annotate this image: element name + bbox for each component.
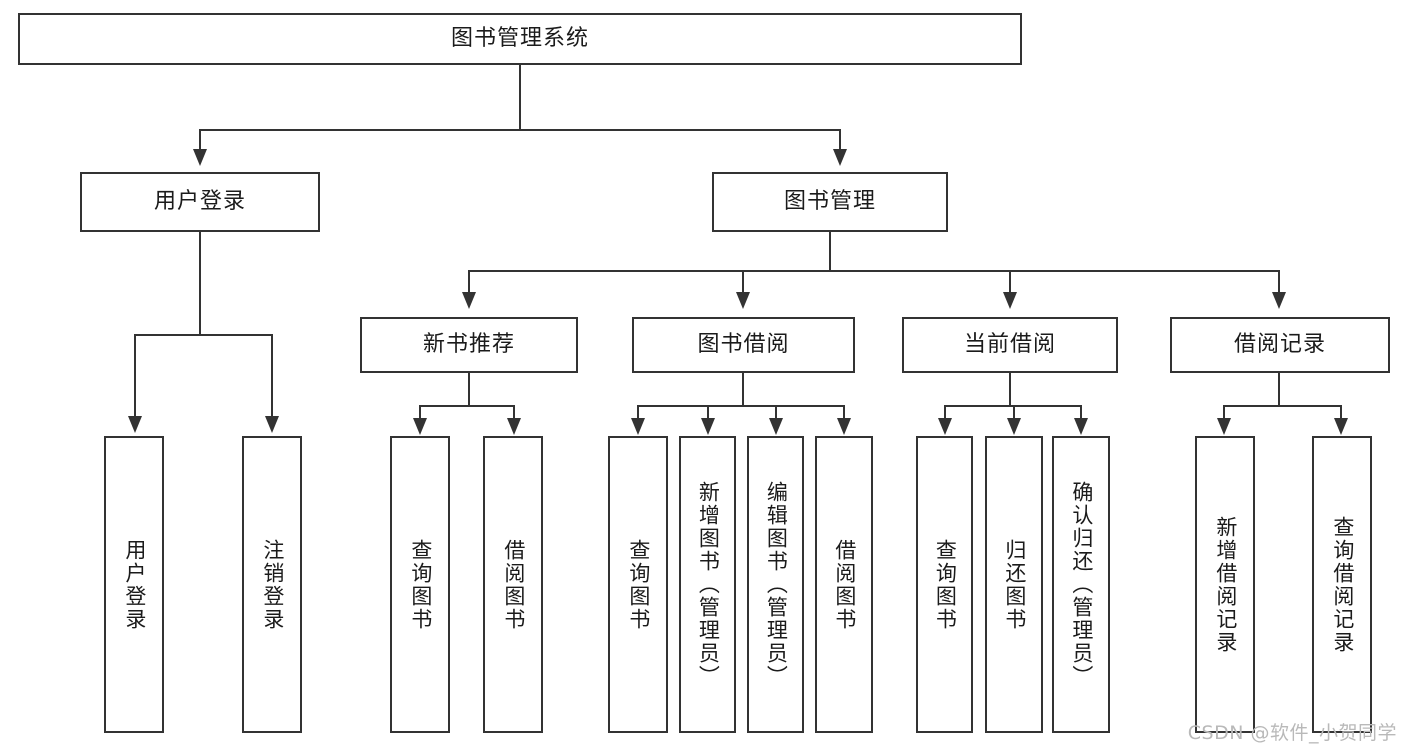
node-label: 归还图书 [1002, 538, 1027, 631]
connector-current-borrow-leaf-2 [1013, 405, 1015, 419]
arrowhead-book-borrow [736, 292, 750, 309]
node-label: 新增图书（管理员） [696, 481, 721, 688]
node-book-management[interactable]: 图书管理 [712, 172, 948, 232]
node-label: 用户登录 [122, 538, 147, 631]
node-borrow-record[interactable]: 借阅记录 [1170, 317, 1390, 373]
arrowhead-leaf-add-book [701, 418, 715, 435]
leaf-query-book-recommend[interactable]: 查询图书 [390, 436, 450, 733]
arrowhead-leaf-add-record [1217, 418, 1231, 435]
connector-new-book-leaf-1 [419, 405, 421, 419]
connector-to-book-manage [839, 129, 841, 151]
arrowhead-leaf-confirm-return [1074, 418, 1088, 435]
node-label: 查询图书 [626, 538, 651, 631]
connector-book-manage-stem [829, 232, 831, 271]
connector-book-borrow-leaf-4 [843, 405, 845, 419]
arrowhead-leaf-borrow-book-2 [837, 418, 851, 435]
leaf-confirm-return[interactable]: 确认归还（管理员） [1052, 436, 1110, 733]
arrowhead-leaf-query-book-1 [413, 418, 427, 435]
node-label: 注销登录 [260, 538, 285, 631]
connector-to-user-login [199, 129, 201, 151]
leaf-query-borrow-record[interactable]: 查询借阅记录 [1312, 436, 1372, 733]
leaf-borrow-book[interactable]: 借阅图书 [815, 436, 873, 733]
connector-user-login-bar [134, 334, 272, 336]
arrowhead-new-book [462, 292, 476, 309]
leaf-edit-book[interactable]: 编辑图书（管理员） [747, 436, 804, 733]
connector-user-login-stem [199, 232, 201, 335]
node-label: 当前借阅 [963, 331, 1056, 357]
node-label: 查询图书 [933, 538, 958, 631]
node-label: 新增借阅记录 [1213, 515, 1238, 654]
arrowhead-current-borrow [1003, 292, 1017, 309]
node-book-borrow[interactable]: 图书借阅 [632, 317, 855, 373]
connector-current-borrow-leaf-1 [944, 405, 946, 419]
arrowhead-leaf-query-book-3 [938, 418, 952, 435]
watermark-text: CSDN @软件_小贺同学 [1187, 722, 1397, 744]
node-label: 图书管理系统 [450, 25, 589, 51]
connector-root-stem [519, 65, 521, 130]
leaf-return-book[interactable]: 归还图书 [985, 436, 1043, 733]
connector-borrow-record-leaf-2 [1340, 405, 1342, 419]
connector-current-borrow-stem [1009, 373, 1011, 406]
connector-to-book-borrow [742, 270, 744, 294]
node-label: 借阅图书 [501, 538, 526, 631]
node-current-borrow[interactable]: 当前借阅 [902, 317, 1118, 373]
node-label: 编辑图书（管理员） [764, 481, 789, 688]
arrowhead-leaf-query-record [1334, 418, 1348, 435]
arrowhead-leaf-user-login [128, 416, 142, 433]
leaf-add-book[interactable]: 新增图书（管理员） [679, 436, 736, 733]
node-label: 用户登录 [153, 188, 246, 214]
connector-book-borrow-stem [742, 373, 744, 406]
connector-user-login-leaf-2 [271, 334, 273, 418]
connector-current-borrow-bar [944, 405, 1081, 407]
arrowhead-leaf-query-book-2 [631, 418, 645, 435]
connector-borrow-record-stem [1278, 373, 1280, 406]
connector-book-borrow-leaf-2 [707, 405, 709, 419]
leaf-query-book-current[interactable]: 查询图书 [916, 436, 973, 733]
node-label: 图书借阅 [697, 331, 790, 357]
node-label: 借阅图书 [832, 538, 857, 631]
connector-to-borrow-record [1278, 270, 1280, 294]
leaf-borrow-book-recommend[interactable]: 借阅图书 [483, 436, 543, 733]
leaf-user-login[interactable]: 用户登录 [104, 436, 164, 733]
connector-to-current-borrow [1009, 270, 1011, 294]
arrowhead-leaf-logout [265, 416, 279, 433]
node-label: 查询借阅记录 [1330, 515, 1355, 654]
connector-to-new-book [468, 270, 470, 294]
leaf-add-borrow-record[interactable]: 新增借阅记录 [1195, 436, 1255, 733]
connector-root-bar [199, 129, 841, 131]
node-user-login[interactable]: 用户登录 [80, 172, 320, 232]
arrowhead-user-login [193, 149, 207, 166]
arrowhead-leaf-borrow-book-1 [507, 418, 521, 435]
connector-new-book-bar [419, 405, 515, 407]
connector-book-manage-bar [468, 270, 1280, 272]
arrowhead-borrow-record [1272, 292, 1286, 309]
node-label: 查询图书 [408, 538, 433, 631]
leaf-logout[interactable]: 注销登录 [242, 436, 302, 733]
connector-new-book-leaf-2 [513, 405, 515, 419]
node-label: 确认归还（管理员） [1069, 481, 1094, 688]
leaf-query-book-borrow[interactable]: 查询图书 [608, 436, 668, 733]
connector-book-borrow-leaf-3 [775, 405, 777, 419]
node-label: 图书管理 [783, 188, 876, 214]
node-label: 新书推荐 [422, 331, 515, 357]
connector-new-book-stem [468, 373, 470, 406]
connector-book-borrow-bar [637, 405, 845, 407]
arrowhead-leaf-return-book [1007, 418, 1021, 435]
connector-current-borrow-leaf-3 [1080, 405, 1082, 419]
arrowhead-leaf-edit-book [769, 418, 783, 435]
node-root-system[interactable]: 图书管理系统 [18, 13, 1022, 65]
node-new-book-recommend[interactable]: 新书推荐 [360, 317, 578, 373]
node-label: 借阅记录 [1233, 331, 1326, 357]
connector-borrow-record-bar [1223, 405, 1342, 407]
arrowhead-book-manage [833, 149, 847, 166]
connector-borrow-record-leaf-1 [1223, 405, 1225, 419]
connector-book-borrow-leaf-1 [637, 405, 639, 419]
connector-user-login-leaf-1 [134, 334, 136, 418]
